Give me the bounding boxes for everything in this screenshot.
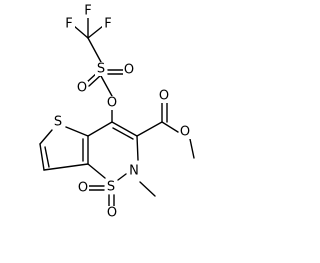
atom-sulfur-sulfone: S <box>107 180 115 195</box>
bond-c7a-s-ring <box>87 163 106 179</box>
atom-oxygen-sulfone-left: O <box>78 181 88 196</box>
atom-fluorine-left: F <box>65 17 72 32</box>
atom-nitrogen: N <box>129 164 139 179</box>
atom-sulfur-sulfonyl: S <box>97 62 105 77</box>
atom-labels: F F F O S O O S O O S N O O <box>52 4 191 221</box>
bond-s-o-left-double-b <box>88 74 102 87</box>
bond-c4-c3 <box>111 121 138 137</box>
bond-c-f-right <box>87 25 104 39</box>
bond-s-ring-n <box>117 173 127 181</box>
bond-ccarbonyl-o-ether <box>161 121 179 133</box>
bond-c3-ccarbonyl <box>136 121 163 137</box>
atom-oxygen-sulfone-bottom: O <box>107 206 117 221</box>
bond-c3t-c7a <box>43 163 89 171</box>
chemical-structure-diagram: F F F O S O O S O O S N O O <box>39 4 195 221</box>
atom-oxygen-carbonyl: O <box>159 89 169 104</box>
atom-fluorine-top: F <box>84 4 91 19</box>
atom-oxygen-sulfonyl-left: O <box>77 81 87 96</box>
bond-c3a-s1 <box>65 126 89 137</box>
bond-c-s-triflyl <box>87 37 102 63</box>
bond-c-f-left <box>73 25 89 39</box>
bond-c2-c3t-double <box>44 146 50 168</box>
bond-o-methyl <box>189 138 195 159</box>
atom-oxygen-bridge: O <box>107 96 117 111</box>
bond-c2-c3t <box>39 143 45 171</box>
atom-oxygen-ester: O <box>180 125 190 140</box>
bonds <box>39 17 195 208</box>
bond-c4-c3a <box>87 121 113 137</box>
bond-s-o-bridge <box>100 75 113 97</box>
bond-c4-c3-double <box>112 127 134 140</box>
atom-oxygen-sulfonyl-right: O <box>124 63 134 78</box>
bond-n-c3 <box>136 135 139 161</box>
atom-sulfur-thiophene: S <box>54 115 62 130</box>
atom-fluorine-right: F <box>104 17 111 32</box>
bond-n-methyl <box>139 181 156 197</box>
bond-s1-c2 <box>39 129 53 145</box>
